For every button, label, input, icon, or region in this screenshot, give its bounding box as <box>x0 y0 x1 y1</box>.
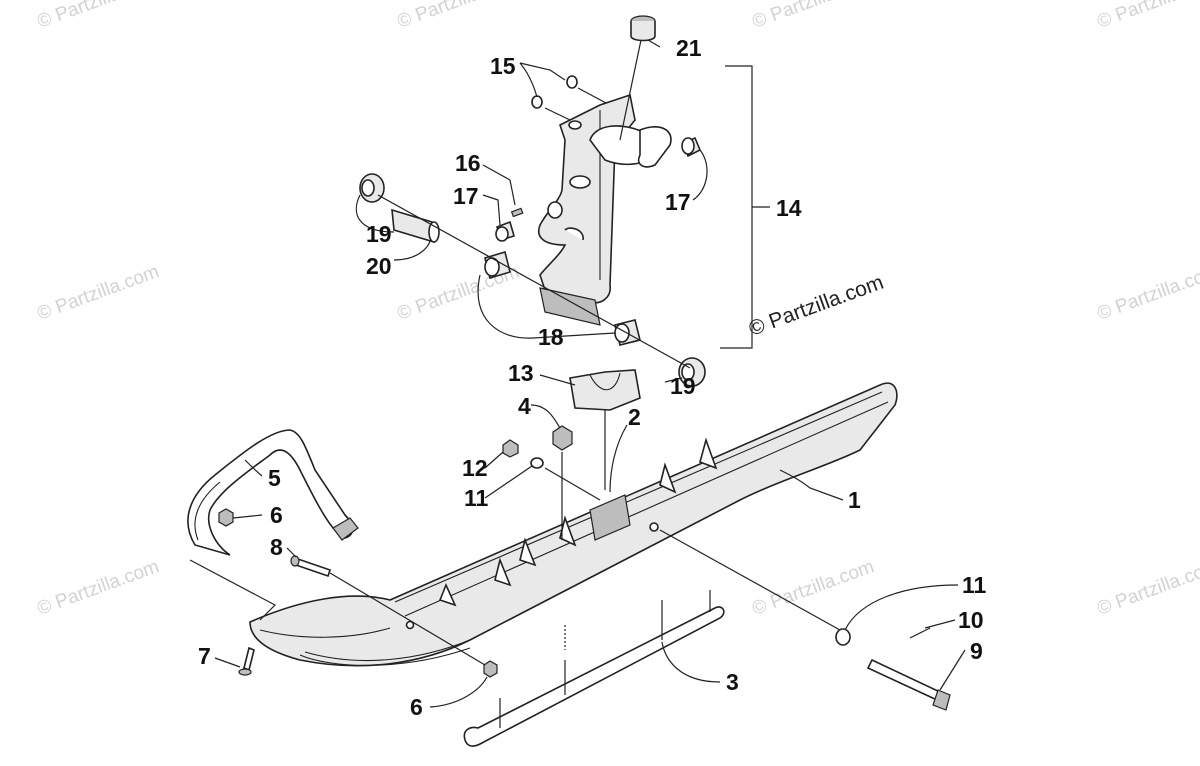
callout-16: 16 <box>455 150 481 176</box>
watermark: © Partzilla.com <box>750 556 877 620</box>
callout-2: 2 <box>628 404 641 430</box>
watermark: © Partzilla.com <box>750 0 877 33</box>
spindle <box>538 93 672 326</box>
callout-7: 7 <box>198 643 211 669</box>
watermark: © Partzilla.com <box>1095 556 1200 620</box>
watermark: © Partzilla.com <box>35 556 162 620</box>
leader-lines <box>189 39 966 708</box>
callout-12: 12 <box>462 455 488 481</box>
callout-6: 6 <box>410 694 423 720</box>
watermark: © Partzilla.com <box>395 0 522 33</box>
watermark: © Partzilla.com <box>35 0 162 33</box>
callout-1: 1 <box>848 487 861 513</box>
callout-3: 3 <box>726 669 739 695</box>
callout-19: 19 <box>670 373 696 399</box>
hardware <box>218 15 951 711</box>
watermark: © Partzilla.com <box>1095 261 1200 325</box>
callout-labels: 1 2 3 4 5 6 6 7 8 9 10 11 11 12 13 14 15… <box>198 35 987 720</box>
callout-6: 6 <box>270 502 283 528</box>
callout-18: 18 <box>538 324 564 350</box>
ski-loop-handle <box>187 429 359 556</box>
callout-5: 5 <box>268 465 281 491</box>
callout-15: 15 <box>490 53 516 79</box>
ski-body <box>249 382 898 667</box>
callout-17: 17 <box>665 189 691 215</box>
watermark: © Partzilla.com <box>1095 0 1200 33</box>
callout-19: 19 <box>366 221 392 247</box>
watermark-overlay: © Partzilla.com <box>746 271 887 341</box>
callout-21: 21 <box>676 35 702 61</box>
callout-13: 13 <box>508 360 534 386</box>
callout-11: 11 <box>962 572 987 598</box>
watermark: © Partzilla.com <box>35 261 162 325</box>
callout-10: 10 <box>958 607 984 633</box>
callout-20: 20 <box>366 253 392 279</box>
callout-14: 14 <box>776 195 802 221</box>
callout-4: 4 <box>518 393 531 419</box>
wear-bar <box>463 590 725 747</box>
callout-11: 11 <box>464 485 489 511</box>
callout-17: 17 <box>453 183 479 209</box>
callout-8: 8 <box>270 534 283 560</box>
callout-9: 9 <box>970 638 983 664</box>
